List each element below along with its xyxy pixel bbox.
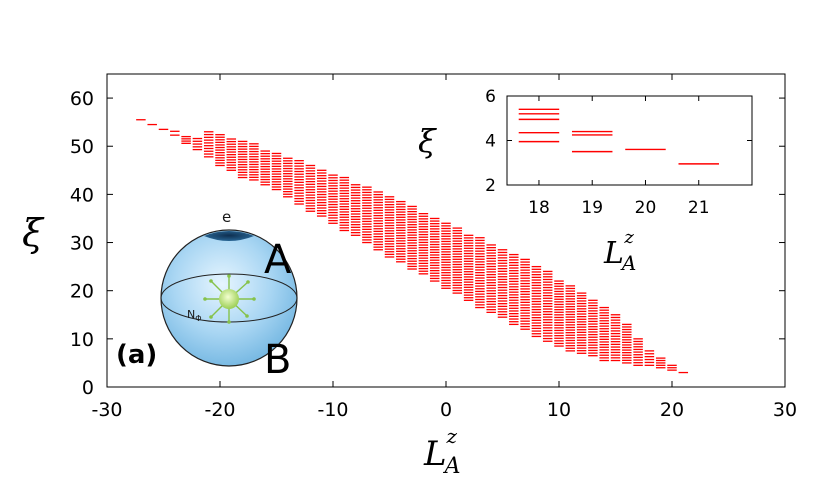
main-y-tick-label: 10	[70, 329, 94, 351]
main-ticks: -30 -20 -10 0 10 20 30 0 10 20 30 40 50 60	[70, 74, 797, 421]
monopole-ray-tips	[203, 274, 256, 324]
region-b-label: B	[264, 337, 291, 383]
inset-y-tick-label: 6	[485, 87, 496, 107]
main-x-tick-label: 10	[547, 399, 571, 421]
main-x-tick-label: -20	[204, 399, 235, 421]
inset-x-axis-label: LAz	[603, 227, 636, 275]
main-y-tick-label: 20	[70, 281, 94, 303]
main-x-tick-label: -10	[317, 399, 348, 421]
inset-data-marks	[518, 108, 719, 165]
inset-x-tick-label: 19	[581, 198, 603, 218]
inset-x-tick-label: 21	[688, 198, 710, 218]
inset-x-tick-label: 18	[528, 198, 550, 218]
inset-x-tick-label: 20	[635, 198, 657, 218]
monopole	[219, 289, 239, 309]
main-x-tick-label: 20	[660, 399, 684, 421]
flux-label: NΦ	[187, 308, 202, 323]
inset-ticks: 18 19 20 21 2 4 6	[485, 87, 752, 218]
main-y-tick-label: 50	[70, 136, 94, 158]
panel-label: (a)	[116, 340, 157, 370]
sphere-illustration: e NΦ A B	[160, 208, 298, 383]
electron-cap	[204, 231, 254, 241]
main-y-tick-label: 30	[70, 233, 94, 255]
main-x-tick-label: 0	[440, 399, 452, 421]
main-y-axis-label: ξ	[22, 211, 45, 255]
main-x-tick-label: -30	[91, 399, 122, 421]
electron-label: e	[222, 208, 231, 226]
main-y-tick-label: 40	[70, 184, 94, 206]
main-x-axis-label: LAz	[423, 424, 460, 479]
main-x-tick-label: 30	[773, 399, 797, 421]
main-y-tick-label: 0	[82, 377, 94, 399]
inset-y-tick-label: 4	[485, 132, 496, 152]
region-a-label: A	[264, 237, 292, 283]
inset-y-axis-label: ξ	[418, 122, 437, 160]
inset-y-tick-label: 2	[485, 176, 496, 196]
main-y-tick-label: 60	[70, 88, 94, 110]
inset-frame	[506, 95, 753, 186]
main-data-marks	[136, 119, 689, 374]
